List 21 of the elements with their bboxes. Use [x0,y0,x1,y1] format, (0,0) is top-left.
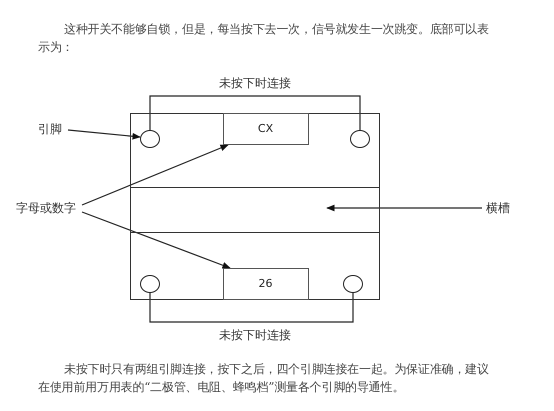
marking-box: 26 [222,268,308,300]
pin-circle [140,274,160,292]
edge-label: 未按下时连接 [217,75,293,92]
arrow [326,204,482,212]
connection-bracket [149,95,361,130]
switch-body [130,113,380,300]
callout-text: 字母或数字 [16,199,82,217]
arrow [82,144,229,206]
callout-text: 引脚 [38,120,66,138]
paragraph: 这种开关不能够自锁，但是，每当按下去一次，信号就发生一次跳变。底部可以表示为： [38,21,490,56]
edge-label: 未按下时连接 [217,327,293,344]
marking-box: CX [222,112,308,144]
pin-circle [342,274,362,292]
pin-circle [140,130,160,148]
arrow [68,129,141,140]
groove-band [130,186,380,232]
pin-circle [350,130,370,148]
callout-text: 横槽 [486,199,516,217]
paragraph: 未按下时只有两组引脚连接，按下之后，四个引脚连接在一起。为保证准确，建议在使用前用万用表的“二极管、电阻、蜂鸣档”测量各个引脚的导通性。 [38,361,490,396]
connection-bracket [149,293,354,323]
arrow [82,211,231,269]
